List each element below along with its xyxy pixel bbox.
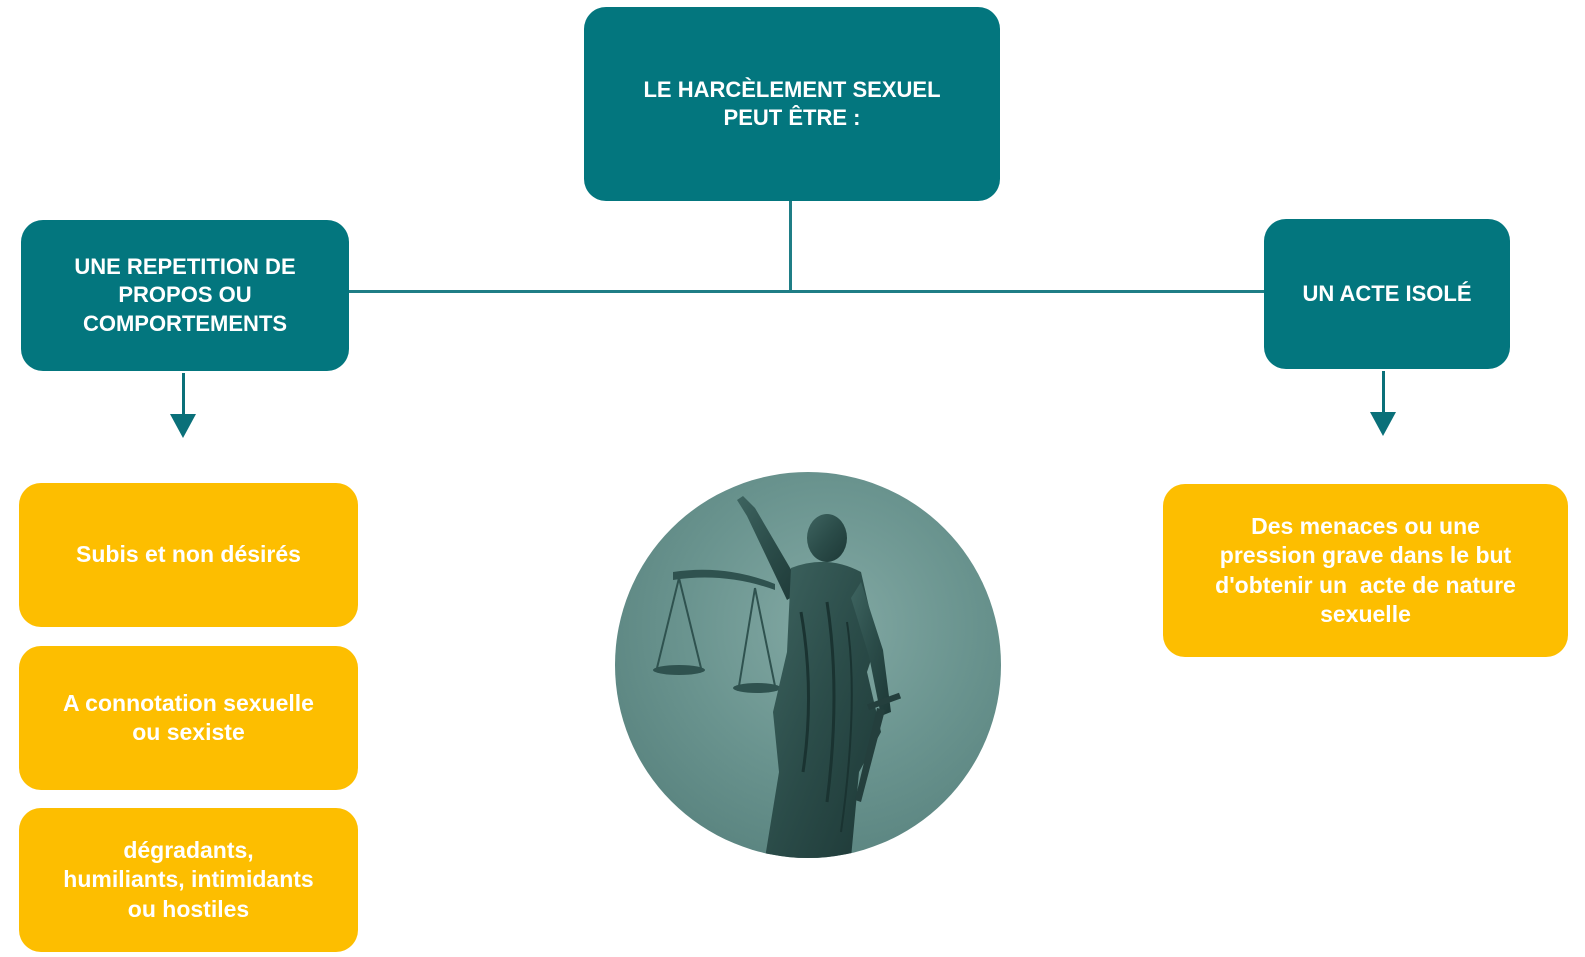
statue-head <box>807 514 847 562</box>
root-stem-line <box>789 201 792 293</box>
scale-pan-left <box>653 665 705 675</box>
branch-horizontal-line <box>349 290 1265 293</box>
left-branch-line-1: UNE REPETITION DE <box>74 254 296 280</box>
statue-robe <box>765 561 881 858</box>
statue-raised-arm <box>737 496 803 600</box>
left-item-2: A connotation sexuelle ou sexiste <box>19 646 358 790</box>
left-branch-line-3: COMPORTEMENTS <box>82 310 288 336</box>
left-item-2-line-2: ou sexiste <box>132 719 245 745</box>
left-item-1-line-1: Subis et non désirés <box>76 541 301 568</box>
left-item-3-line-1: dégradants, <box>123 836 254 863</box>
statue-lower-arm <box>851 582 891 716</box>
left-branch-line-2: PROPOS OU <box>118 282 252 308</box>
left-arrow-shaft <box>182 373 185 415</box>
right-item-1-line-2: pression grave dans le but <box>1219 542 1512 569</box>
left-item-1: Subis et non désirés <box>19 483 358 627</box>
left-branch-node: UNE REPETITION DE PROPOS OU COMPORTEMENT… <box>21 220 349 371</box>
left-arrow-head <box>170 414 196 438</box>
right-branch-node: UN ACTE ISOLÉ <box>1264 219 1510 369</box>
lady-justice-image <box>615 472 1001 858</box>
right-item-1-line-1: Des menaces ou une <box>1251 512 1480 539</box>
right-item-1-line-3: d'obtenir un acte de nature <box>1215 571 1516 598</box>
left-item-3-line-2: humiliants, intimidants <box>63 866 314 893</box>
root-node-line-2: PEUT ÊTRE : <box>723 105 861 130</box>
right-item-1-line-4: sexuelle <box>1320 600 1411 627</box>
right-item-1: Des menaces ou une pression grave dans l… <box>1163 484 1568 657</box>
left-item-3-line-3: ou hostiles <box>127 895 250 922</box>
scale-beam <box>673 569 775 590</box>
lady-justice-illustration <box>653 496 902 858</box>
right-arrow-shaft <box>1382 371 1385 413</box>
left-item-3: dégradants, humiliants, intimidants ou h… <box>19 808 358 952</box>
statue-sword <box>855 708 885 802</box>
scale-pan-right <box>733 683 781 693</box>
right-arrow-head <box>1370 412 1396 436</box>
right-branch-line-1: UN ACTE ISOLÉ <box>1302 280 1472 306</box>
root-node-line-1: LE HARCÈLEMENT SEXUEL <box>643 76 941 102</box>
root-node: LE HARCÈLEMENT SEXUEL PEUT ÊTRE : <box>584 7 1000 201</box>
left-item-2-line-1: A connotation sexuelle <box>63 689 314 716</box>
